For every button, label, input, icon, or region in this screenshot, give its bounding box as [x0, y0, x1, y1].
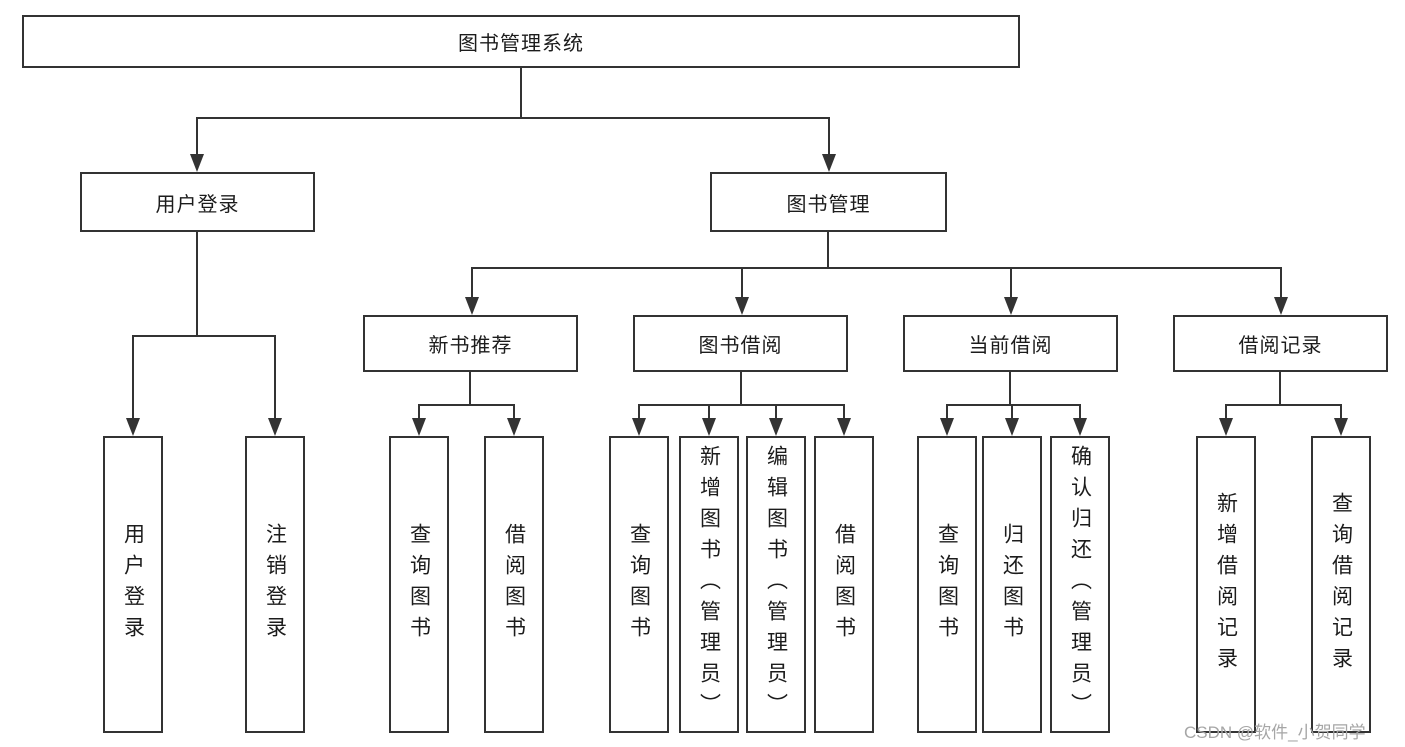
node-label: 注销登录: [263, 522, 287, 647]
connector-line: [740, 372, 742, 406]
leaf-edit-books-admin: 编辑图书（管理员）: [746, 436, 806, 733]
leaf-query-books-current: 查询图书: [917, 436, 977, 733]
node-label: 新增图书（管理员）: [697, 445, 721, 724]
node-label: 新增借阅记录: [1214, 491, 1238, 678]
connector-line: [196, 117, 198, 154]
connector-line: [513, 404, 515, 418]
connector-line: [775, 404, 777, 418]
node-borrowing-records: 借阅记录: [1173, 315, 1388, 372]
connector-line: [1225, 404, 1227, 418]
arrow-down-icon: [465, 297, 479, 315]
node-label: 用户登录: [121, 522, 145, 647]
connector-line: [469, 372, 471, 406]
node-label: 借阅记录: [1238, 335, 1323, 357]
connector-line: [1340, 404, 1342, 418]
leaf-add-books-admin: 新增图书（管理员）: [679, 436, 739, 733]
connector-line: [1079, 404, 1081, 418]
leaf-query-books-borrowing: 查询图书: [609, 436, 669, 733]
connector-line: [741, 267, 743, 297]
arrow-down-icon: [126, 418, 140, 436]
connector-line: [418, 404, 420, 418]
leaf-confirm-return-admin: 确认归还（管理员）: [1050, 436, 1110, 733]
connector-line: [520, 67, 522, 118]
connector-line: [1280, 267, 1282, 297]
node-label: 借阅图书: [502, 522, 526, 647]
arrow-down-icon: [268, 418, 282, 436]
arrow-down-icon: [190, 154, 204, 172]
arrow-down-icon: [940, 418, 954, 436]
node-library-management-system: 图书管理系统: [22, 15, 1020, 68]
connector-line: [827, 232, 829, 269]
arrow-down-icon: [769, 418, 783, 436]
arrow-down-icon: [1334, 418, 1348, 436]
leaf-borrow-books: 借阅图书: [814, 436, 874, 733]
node-label: 编辑图书（管理员）: [764, 445, 788, 724]
arrow-down-icon: [735, 297, 749, 315]
connector-line: [1010, 267, 1012, 297]
connector-line: [946, 404, 948, 418]
leaf-query-borrow-record: 查询借阅记录: [1311, 436, 1371, 733]
node-user-login: 用户登录: [80, 172, 315, 232]
arrow-down-icon: [1004, 297, 1018, 315]
node-label: 确认归还（管理员）: [1068, 445, 1092, 724]
leaf-logout: 注销登录: [245, 436, 305, 733]
arrow-down-icon: [1005, 418, 1019, 436]
node-new-book-recommendation: 新书推荐: [363, 315, 578, 372]
node-label: 图书管理系统: [458, 33, 584, 55]
arrow-down-icon: [1274, 297, 1288, 315]
leaf-add-borrow-record: 新增借阅记录: [1196, 436, 1256, 733]
arrow-down-icon: [1219, 418, 1233, 436]
connector-line: [638, 404, 845, 406]
arrow-down-icon: [822, 154, 836, 172]
node-label: 查询借阅记录: [1329, 491, 1353, 678]
connector-line: [471, 267, 473, 297]
connector-line: [828, 117, 830, 154]
arrow-down-icon: [837, 418, 851, 436]
connector-line: [196, 232, 198, 337]
node-label: 图书管理: [786, 193, 871, 216]
leaf-return-books: 归还图书: [982, 436, 1042, 733]
node-label: 当前借阅: [968, 335, 1053, 357]
node-current-borrowing: 当前借阅: [903, 315, 1118, 372]
node-book-borrowing: 图书借阅: [633, 315, 848, 372]
node-label: 查询图书: [407, 522, 431, 647]
connector-line: [638, 404, 640, 418]
connector-line: [1279, 372, 1281, 406]
connector-line: [274, 335, 276, 418]
leaf-user-login: 用户登录: [103, 436, 163, 733]
node-label: 新书推荐: [428, 335, 513, 357]
arrow-down-icon: [702, 418, 716, 436]
arrow-down-icon: [412, 418, 426, 436]
connector-line: [196, 117, 830, 119]
node-book-management: 图书管理: [710, 172, 947, 232]
connector-line: [471, 267, 1282, 269]
connector-line: [132, 335, 276, 337]
connector-line: [132, 335, 134, 418]
node-label: 图书借阅: [698, 335, 783, 357]
connector-line: [1225, 404, 1342, 406]
node-label: 借阅图书: [832, 522, 856, 647]
leaf-borrow-books-recommend: 借阅图书: [484, 436, 544, 733]
connector-line: [946, 404, 1081, 406]
arrow-down-icon: [632, 418, 646, 436]
csdn-watermark: CSDN @软件_小贺同学: [1184, 723, 1366, 742]
node-label: 查询图书: [627, 522, 651, 647]
connector-line: [708, 404, 710, 418]
connector-line: [418, 404, 515, 406]
arrow-down-icon: [1073, 418, 1087, 436]
leaf-query-books-recommend: 查询图书: [389, 436, 449, 733]
connector-line: [1009, 372, 1011, 406]
node-label: 查询图书: [935, 522, 959, 647]
node-label: 用户登录: [155, 193, 240, 216]
arrow-down-icon: [507, 418, 521, 436]
node-label: 归还图书: [1000, 522, 1024, 647]
connector-line: [1011, 404, 1013, 418]
connector-line: [843, 404, 845, 418]
